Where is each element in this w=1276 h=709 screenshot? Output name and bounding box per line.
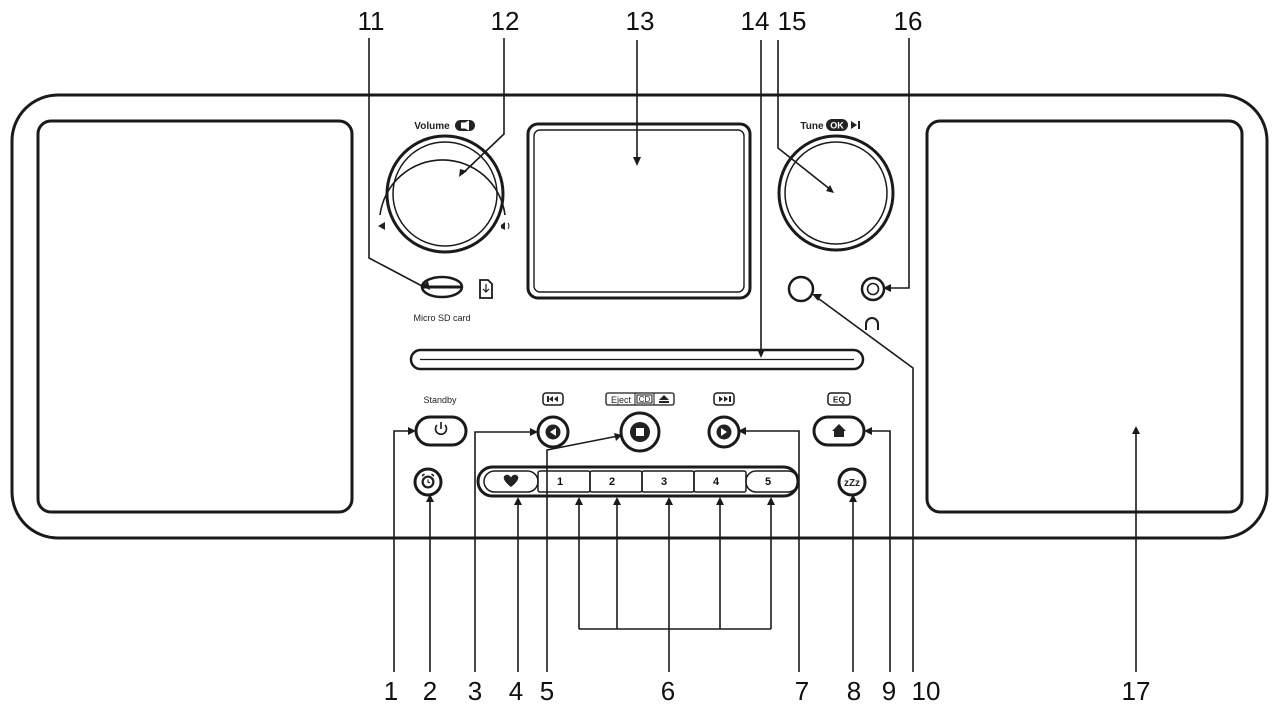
stop-icon (636, 428, 644, 436)
sd-card-icon (479, 279, 493, 299)
callouts-top: 11 12 13 14 15 16 (358, 6, 923, 36)
power-icon (434, 422, 448, 436)
skip-back-icon (550, 428, 556, 436)
volume-label: Volume (414, 121, 450, 132)
callout-7: 7 (795, 676, 809, 706)
preset-button-frame (745, 470, 799, 493)
skip-forward-icon (721, 428, 727, 436)
preset-button-label: 2 (609, 476, 615, 488)
cd-slot[interactable] (409, 348, 865, 371)
skip-forward-button[interactable] (707, 415, 741, 449)
callout-2: 2 (423, 676, 437, 706)
alarm-clock-icon (421, 473, 435, 489)
skip-forward-label-icon (713, 392, 735, 406)
tune-knob[interactable] (777, 134, 895, 252)
right-speaker-grille (925, 119, 1244, 514)
callout-5: 5 (540, 676, 554, 706)
volume-up-icon (501, 222, 510, 230)
play-pause-icon (851, 121, 860, 129)
callout-15: 15 (778, 6, 807, 36)
callout-4: 4 (509, 676, 523, 706)
preset-button-label: 3 (661, 476, 667, 488)
volume-arc (379, 159, 506, 216)
eq-label: EQ (833, 395, 846, 405)
preset-button-1[interactable]: 1 (537, 470, 591, 493)
sleep-label: zZz (844, 478, 860, 489)
heart-icon (503, 474, 519, 487)
stop-eject-button[interactable] (619, 411, 661, 453)
alarm-button[interactable] (413, 467, 443, 497)
mute-icon (455, 120, 475, 131)
left-speaker-grille (36, 119, 354, 514)
micro-sd-label: Micro SD card (413, 313, 470, 323)
eject-cd-label: Eject CD (605, 392, 675, 406)
callout-6: 6 (661, 676, 675, 706)
headphone-jack[interactable] (860, 276, 886, 302)
preset-button-5[interactable]: 5 (745, 470, 799, 493)
preset-button-label: 4 (713, 476, 720, 488)
callout-16: 16 (894, 6, 923, 36)
ok-badge (826, 119, 848, 131)
cd-label: CD (639, 395, 651, 404)
eject-icon (659, 395, 669, 403)
preset-button-frame (693, 470, 747, 493)
arrowheads (408, 157, 1140, 505)
volume-down-icon (378, 222, 385, 230)
preset-button-label: 1 (557, 476, 563, 488)
callout-3: 3 (468, 676, 482, 706)
callout-8: 8 (847, 676, 861, 706)
home-icon (832, 424, 846, 437)
preset-button-frame (641, 470, 695, 493)
callout-11: 11 (358, 6, 385, 36)
eject-label: Eject (611, 395, 632, 405)
leader-lines (368, 38, 1137, 672)
callout-1: 1 (384, 676, 398, 706)
volume-knob[interactable] (385, 134, 505, 254)
eq-label-box: EQ (827, 392, 851, 406)
favourite-button[interactable] (483, 470, 539, 493)
callout-17: 17 (1122, 676, 1151, 706)
callout-12: 12 (491, 6, 520, 36)
skip-back-label-icon (542, 392, 564, 406)
callout-13: 13 (626, 6, 655, 36)
preset-button-3[interactable]: 3 (641, 470, 695, 493)
display-screen (526, 122, 752, 300)
ok-label: OK (830, 121, 844, 131)
preset-button-label: 5 (765, 476, 771, 488)
callout-14: 14 (741, 6, 770, 36)
preset-button-frame (589, 470, 643, 493)
callouts-bottom: 1 2 3 4 5 6 7 8 9 10 17 (384, 676, 1151, 706)
preset-button-2[interactable]: 2 (589, 470, 643, 493)
tune-label: Tune (800, 121, 824, 132)
standby-label: Standby (423, 395, 457, 405)
callout-9: 9 (882, 676, 896, 706)
preset-button-frame (537, 470, 591, 493)
device-body (10, 93, 1269, 540)
standby-button[interactable] (414, 415, 468, 447)
sleep-button[interactable] (837, 467, 867, 497)
headphone-icon (865, 317, 879, 330)
ir-sensor (787, 275, 815, 303)
callout-10: 10 (912, 676, 941, 706)
preset-button-4[interactable]: 4 (693, 470, 747, 493)
